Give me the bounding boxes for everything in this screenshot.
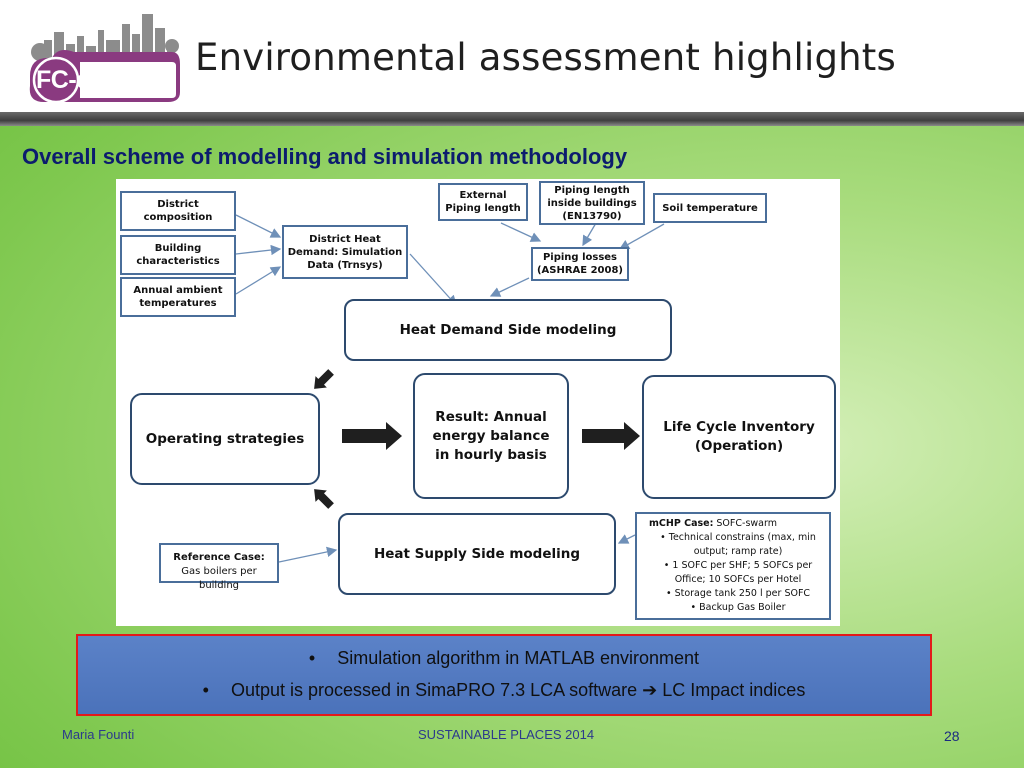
piping-inside-box: Piping length inside buildings (EN13790)	[539, 181, 645, 225]
mchp-case-label: mCHP Case:	[649, 518, 714, 529]
arrow-inside-to-losses	[582, 222, 597, 247]
reference-case-text: Gas boilers per building	[181, 566, 257, 591]
logo-text: FC-district	[36, 66, 156, 94]
district-heat-demand-box: District Heat Demand: Simulation Data (T…	[282, 225, 408, 279]
external-piping-box: External Piping length	[438, 183, 528, 221]
arrow-mchp-to-supply	[617, 534, 636, 544]
soil-temperature-box: Soil temperature	[653, 193, 767, 223]
operating-strategies-box: Operating strategies	[130, 393, 320, 485]
arrow-heatdemand-to-operating	[314, 369, 334, 389]
arrow-losses-to-heatdemand	[489, 277, 530, 297]
mchp-list: • Technical constrains (max, min output;…	[643, 531, 823, 615]
header: FC-district Environmental assessment hig…	[0, 0, 1024, 112]
mchp-list-item: • Backup Gas Boiler	[690, 602, 786, 613]
mchp-case-text: SOFC-swarm	[716, 518, 777, 529]
arrow-external-to-losses	[500, 222, 542, 242]
section-subtitle: Overall scheme of modelling and simulati…	[22, 144, 628, 169]
reference-case-box: Reference Case: Gas boilers per building	[159, 543, 279, 591]
arrow-operating-to-result	[342, 422, 402, 450]
methodology-diagram: District composition Building characteri…	[116, 179, 840, 626]
arrow-ambient-to-demand	[235, 266, 282, 295]
mchp-list-item: • Storage tank 250 l per SOFC	[665, 588, 811, 599]
building-characteristics-box: Building characteristics	[120, 235, 236, 275]
diagram-arrows	[235, 214, 665, 563]
arrow-building-to-demand	[235, 244, 282, 256]
footer-event: SUSTAINABLE PLACES 2014	[418, 727, 595, 742]
heat-demand-side-box: Heat Demand Side modeling	[344, 299, 672, 361]
arrow-demand-to-heatdemand	[409, 253, 457, 306]
reference-case-label: Reference Case:	[173, 552, 265, 563]
heat-supply-side-box: Heat Supply Side modeling	[338, 513, 616, 595]
district-composition-box: District composition	[120, 191, 236, 231]
highlights-box: •Simulation algorithm in MATLAB environm…	[76, 634, 932, 716]
bullet-item: •Simulation algorithm in MATLAB environm…	[308, 648, 700, 668]
page-title: Environmental assessment highlights	[195, 36, 896, 79]
annual-ambient-box: Annual ambient temperatures	[120, 277, 236, 317]
bullet-item: •Output is processed in SimaPRO 7.3 LCA …	[202, 680, 806, 700]
page-number: 28	[944, 728, 960, 744]
arrow-district-to-demand	[235, 214, 282, 238]
fc-district-logo: FC-district	[22, 6, 182, 108]
arrow-reference-to-supply	[278, 546, 338, 563]
mchp-case-box: mCHP Case: SOFC-swarm • Technical constr…	[635, 512, 831, 620]
footer-author: Maria Founti	[62, 727, 135, 742]
arrow-result-to-lci	[582, 422, 640, 450]
arrow-heatsupply-to-operating	[314, 489, 334, 509]
mchp-list-item: • Technical constrains (max, min output;…	[660, 532, 816, 557]
life-cycle-inventory-box: Life Cycle Inventory (Operation)	[642, 375, 836, 499]
header-divider	[0, 112, 1024, 126]
arrow-soil-to-losses	[618, 223, 665, 250]
piping-losses-box: Piping losses (ASHRAE 2008)	[531, 247, 629, 281]
mchp-list-item: • 1 SOFC per SHF; 5 SOFCs per Office; 10…	[663, 560, 813, 585]
result-box: Result: Annual energy balance in hourly …	[413, 373, 569, 499]
